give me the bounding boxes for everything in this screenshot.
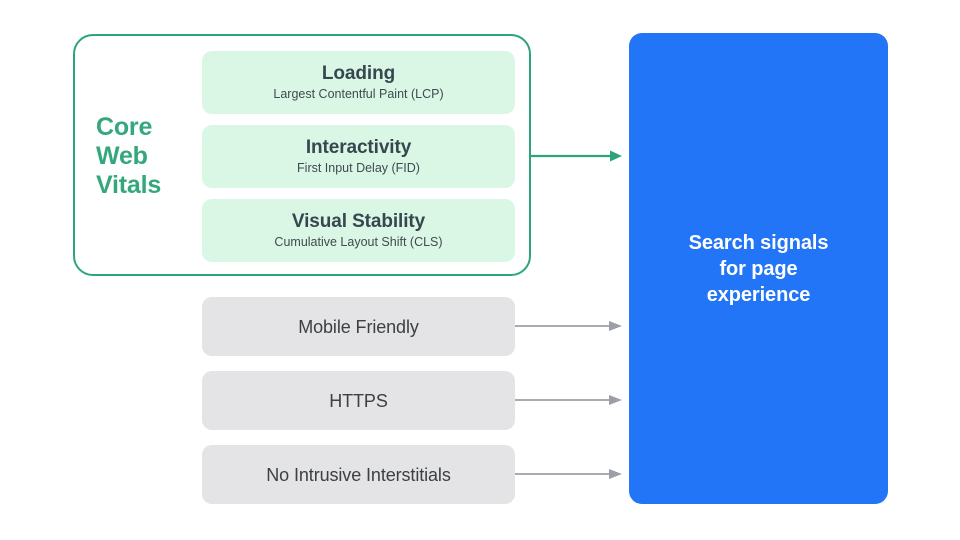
signal-card-no-intrusive-interstitials[interactable]: No Intrusive Interstitials bbox=[202, 445, 515, 504]
arrow-right-gray-icon bbox=[515, 469, 622, 479]
arrow-right-gray-icon bbox=[515, 395, 622, 405]
vital-card-visual-stability-title: Visual Stability bbox=[291, 211, 426, 232]
signal-card-mobile-friendly-label: Mobile Friendly bbox=[298, 316, 419, 337]
search-signals-panel-title: Search signals for page experience bbox=[688, 231, 829, 306]
signal-card-https-label: HTTPS bbox=[329, 390, 388, 411]
signal-card-https[interactable]: HTTPS bbox=[202, 371, 515, 430]
arrow-right-green-icon bbox=[529, 150, 622, 162]
vital-card-visual-stability[interactable]: Visual Stability Cumulative Layout Shift… bbox=[202, 199, 515, 262]
vital-card-interactivity[interactable]: Interactivity First Input Delay (FID) bbox=[202, 125, 515, 188]
signal-card-no-intrusive-interstitials-label: No Intrusive Interstitials bbox=[266, 464, 451, 485]
core-web-vitals-label: Core Web Vitals bbox=[96, 113, 162, 199]
vital-card-loading-title: Loading bbox=[321, 63, 396, 84]
signal-card-mobile-friendly[interactable]: Mobile Friendly bbox=[202, 297, 515, 356]
vital-card-visual-stability-subtitle: Cumulative Layout Shift (CLS) bbox=[274, 235, 443, 249]
arrow-right-gray-icon bbox=[515, 321, 622, 331]
vital-card-interactivity-subtitle: First Input Delay (FID) bbox=[297, 161, 420, 175]
search-signals-panel[interactable]: Search signals for page experience bbox=[629, 33, 888, 504]
vital-card-loading-subtitle: Largest Contentful Paint (LCP) bbox=[273, 87, 444, 101]
vital-card-interactivity-title: Interactivity bbox=[305, 137, 412, 158]
vital-card-loading[interactable]: Loading Largest Contentful Paint (LCP) bbox=[202, 51, 515, 114]
